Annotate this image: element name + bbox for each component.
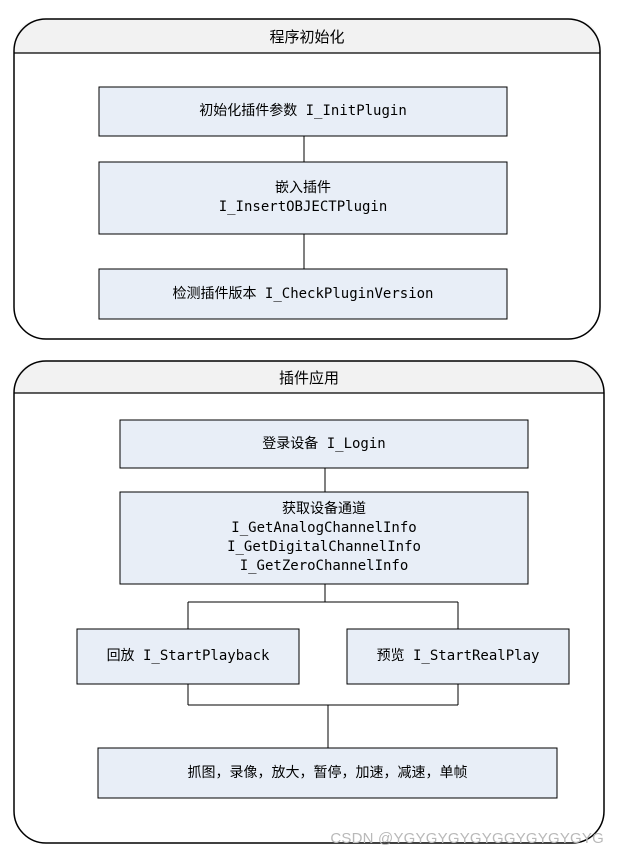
panel-app-title: 插件应用	[278, 369, 339, 387]
insert-plugin-line2: I_InsertOBJECTPlugin	[218, 199, 388, 215]
box-realplay	[346, 628, 570, 685]
box-realplay-label: 预览 I_StartRealPlay	[376, 648, 540, 664]
box-playback	[76, 628, 300, 685]
panel-init	[13, 18, 601, 340]
box-insert-plugin	[98, 161, 508, 235]
box-insert-plugin-label: 嵌入插件 I_InsertOBJECTPlugin	[99, 162, 507, 234]
panel-init-border	[13, 18, 601, 340]
box-playback-label: 回放 I_StartPlayback	[106, 648, 270, 664]
box-init-plugin-label: 初始化插件参数 I_InitPlugin	[199, 103, 407, 119]
box-controls	[97, 747, 558, 799]
channels-line4: I_GetZeroChannelInfo	[239, 558, 409, 574]
panel-app-border	[13, 360, 605, 844]
channels-line3: I_GetDigitalChannelInfo	[227, 539, 421, 555]
watermark: CSDN @YGYGYGYGYGGYGYGYGYG	[330, 830, 604, 847]
panel-init-title: 程序初始化	[269, 28, 345, 46]
channels-line2: I_GetAnalogChannelInfo	[231, 520, 417, 536]
box-login-label: 登录设备 I_Login	[262, 435, 386, 452]
insert-plugin-line1: 嵌入插件	[275, 180, 331, 196]
panel-app	[13, 360, 605, 844]
box-check-version-label: 检测插件版本 I_CheckPluginVersion	[172, 285, 434, 302]
panel-init-header-fill	[14, 19, 600, 53]
box-controls-label: 抓图，录像，放大，暂停，加速，减速，单帧	[187, 764, 468, 781]
box-init-plugin	[98, 86, 508, 137]
box-login	[119, 419, 529, 469]
box-check-version	[98, 268, 508, 320]
box-channels	[119, 491, 529, 585]
panel-app-header-fill	[14, 361, 604, 393]
channels-line1: 获取设备通道	[282, 501, 366, 517]
box-channels-label: 获取设备通道 I_GetAnalogChannelInfo I_GetDigit…	[120, 492, 528, 584]
